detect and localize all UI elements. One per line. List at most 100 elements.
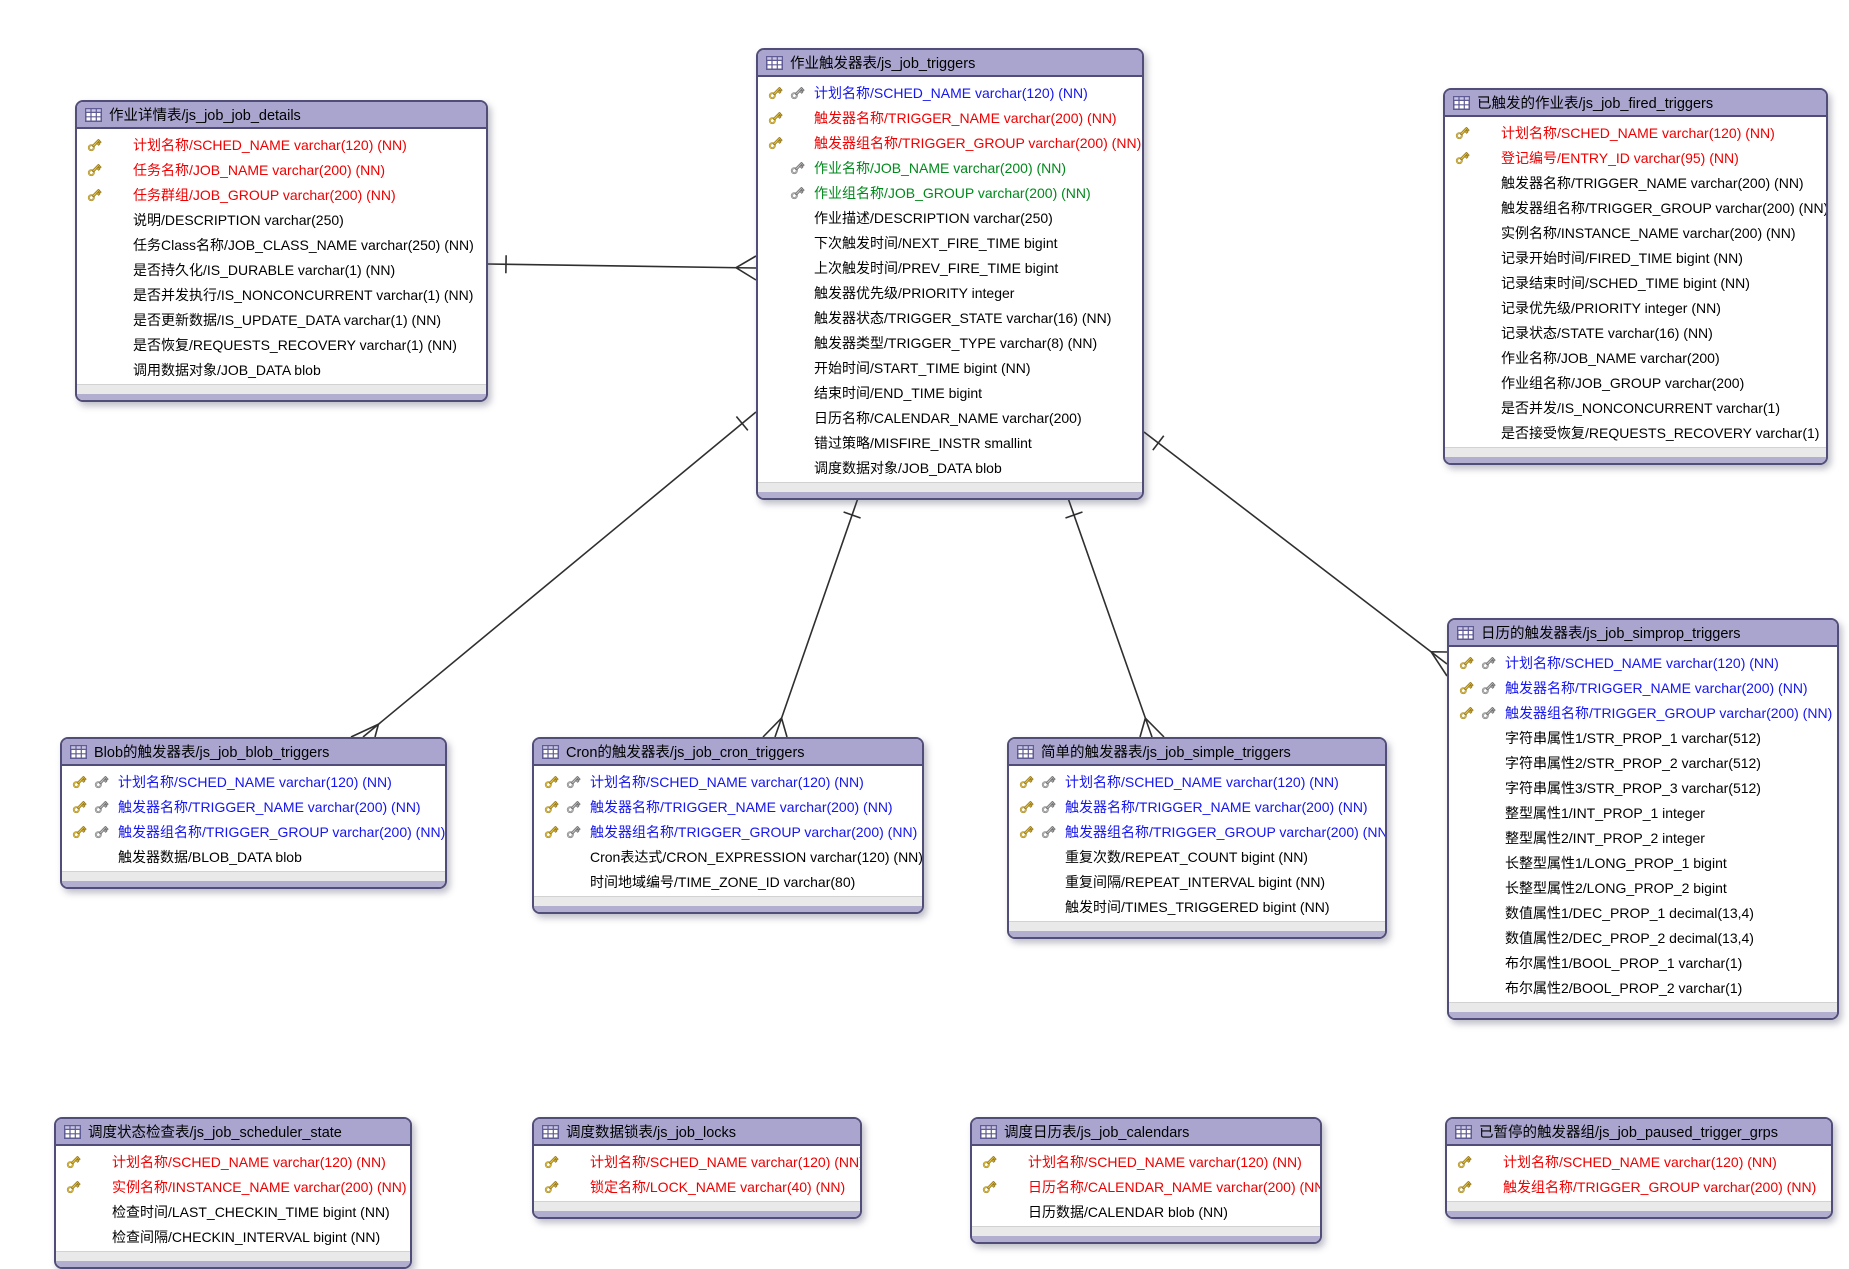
field-row[interactable]: 实例名称/INSTANCE_NAME varchar(200) (NN) (1445, 220, 1826, 245)
field-row[interactable]: 触发器优先级/PRIORITY integer (758, 280, 1142, 305)
field-row[interactable]: 错过策略/MISFIRE_INSTR smallint (758, 430, 1142, 455)
field-row[interactable]: 布尔属性2/BOOL_PROP_2 varchar(1) (1449, 975, 1837, 1000)
field-row[interactable]: 时间地域编号/TIME_ZONE_ID varchar(80) (534, 869, 922, 894)
field-row[interactable]: 说明/DESCRIPTION varchar(250) (77, 207, 486, 232)
field-row[interactable]: 数值属性1/DEC_PROP_1 decimal(13,4) (1449, 900, 1837, 925)
table-js_job_job_details[interactable]: 作业详情表/js_job_job_details 计划名称/SCHED_NAME … (75, 100, 488, 402)
relationship-job_details-to-triggers[interactable] (488, 255, 756, 280)
field-row[interactable]: 开始时间/START_TIME bigint (NN) (758, 355, 1142, 380)
field-row[interactable]: 布尔属性1/BOOL_PROP_1 varchar(1) (1449, 950, 1837, 975)
field-row[interactable]: Cron表达式/CRON_EXPRESSION varchar(120) (NN… (534, 844, 922, 869)
field-row[interactable]: 触发器组名称/TRIGGER_GROUP varchar(200) (NN) (758, 130, 1142, 155)
field-row[interactable]: 调用数据对象/JOB_DATA blob (77, 357, 486, 382)
field-row[interactable]: 作业名称/JOB_NAME varchar(200) (NN) (758, 155, 1142, 180)
field-row[interactable]: 触发器组名称/TRIGGER_GROUP varchar(200) (NN) (62, 819, 445, 844)
table-js_job_cron_triggers[interactable]: Cron的触发器表/js_job_cron_triggers 计划名称/SCHED… (532, 737, 924, 914)
field-row[interactable]: 触发器组名称/TRIGGER_GROUP varchar(200) (NN) (1449, 700, 1837, 725)
field-row[interactable]: 计划名称/SCHED_NAME varchar(120) (NN) (972, 1149, 1320, 1174)
field-row[interactable]: 记录优先级/PRIORITY integer (NN) (1445, 295, 1826, 320)
relationship-triggers-to-simprop_triggers[interactable] (1144, 432, 1447, 676)
field-row[interactable]: 触发器状态/TRIGGER_STATE varchar(16) (NN) (758, 305, 1142, 330)
field-row[interactable]: 是否更新数据/IS_UPDATE_DATA varchar(1) (NN) (77, 307, 486, 332)
field-row[interactable]: 记录结束时间/SCHED_TIME bigint (NN) (1445, 270, 1826, 295)
table-header[interactable]: 日历的触发器表/js_job_simprop_triggers (1449, 620, 1837, 647)
relationship-triggers-to-blob_triggers[interactable] (351, 412, 756, 737)
field-row[interactable]: 作业描述/DESCRIPTION varchar(250) (758, 205, 1142, 230)
field-row[interactable]: 触发器名称/TRIGGER_NAME varchar(200) (NN) (1449, 675, 1837, 700)
table-header[interactable]: 调度数据锁表/js_job_locks (534, 1119, 860, 1146)
field-row[interactable]: 是否恢复/REQUESTS_RECOVERY varchar(1) (NN) (77, 332, 486, 357)
field-row[interactable]: 长整型属性1/LONG_PROP_1 bigint (1449, 850, 1837, 875)
field-row[interactable]: 是否持久化/IS_DURABLE varchar(1) (NN) (77, 257, 486, 282)
field-row[interactable]: 计划名称/SCHED_NAME varchar(120) (NN) (1009, 769, 1385, 794)
field-row[interactable]: 检查间隔/CHECKIN_INTERVAL bigint (NN) (56, 1224, 410, 1249)
table-header[interactable]: 作业详情表/js_job_job_details (77, 102, 486, 129)
field-row[interactable]: 结束时间/END_TIME bigint (758, 380, 1142, 405)
table-js_job_paused_trigger_grps[interactable]: 已暂停的触发器组/js_job_paused_trigger_grps 计划名称/… (1445, 1117, 1833, 1219)
field-row[interactable]: 检查时间/LAST_CHECKIN_TIME bigint (NN) (56, 1199, 410, 1224)
field-row[interactable]: 触发时间/TIMES_TRIGGERED bigint (NN) (1009, 894, 1385, 919)
field-row[interactable]: 锁定名称/LOCK_NAME varchar(40) (NN) (534, 1174, 860, 1199)
table-header[interactable]: 作业触发器表/js_job_triggers (758, 50, 1142, 77)
field-row[interactable]: 下次触发时间/NEXT_FIRE_TIME bigint (758, 230, 1142, 255)
field-row[interactable]: 触发器类型/TRIGGER_TYPE varchar(8) (NN) (758, 330, 1142, 355)
field-row[interactable]: 作业组名称/JOB_GROUP varchar(200) (1445, 370, 1826, 395)
field-row[interactable]: 长整型属性2/LONG_PROP_2 bigint (1449, 875, 1837, 900)
field-row[interactable]: 触发器组名称/TRIGGER_GROUP varchar(200) (NN) (534, 819, 922, 844)
field-row[interactable]: 整型属性2/INT_PROP_2 integer (1449, 825, 1837, 850)
table-header[interactable]: 已触发的作业表/js_job_fired_triggers (1445, 90, 1826, 117)
field-row[interactable]: 作业名称/JOB_NAME varchar(200) (1445, 345, 1826, 370)
table-header[interactable]: 调度状态检查表/js_job_scheduler_state (56, 1119, 410, 1146)
field-row[interactable]: 计划名称/SCHED_NAME varchar(120) (NN) (534, 1149, 860, 1174)
field-row[interactable]: 计划名称/SCHED_NAME varchar(120) (NN) (56, 1149, 410, 1174)
table-header[interactable]: 已暂停的触发器组/js_job_paused_trigger_grps (1447, 1119, 1831, 1146)
table-js_job_simple_triggers[interactable]: 简单的触发器表/js_job_simple_triggers 计划名称/SCHED… (1007, 737, 1387, 939)
field-row[interactable]: 重复次数/REPEAT_COUNT bigint (NN) (1009, 844, 1385, 869)
field-row[interactable]: 触发器组名称/TRIGGER_GROUP varchar(200) (NN) (1009, 819, 1385, 844)
field-row[interactable]: 计划名称/SCHED_NAME varchar(120) (NN) (1447, 1149, 1831, 1174)
table-js_job_calendars[interactable]: 调度日历表/js_job_calendars 计划名称/SCHED_NAME va… (970, 1117, 1322, 1244)
table-header[interactable]: 调度日历表/js_job_calendars (972, 1119, 1320, 1146)
field-row[interactable]: 计划名称/SCHED_NAME varchar(120) (NN) (534, 769, 922, 794)
field-row[interactable]: 触发器名称/TRIGGER_NAME varchar(200) (NN) (534, 794, 922, 819)
field-row[interactable]: 触发器数据/BLOB_DATA blob (62, 844, 445, 869)
field-row[interactable]: 是否接受恢复/REQUESTS_RECOVERY varchar(1) (1445, 420, 1826, 445)
field-row[interactable]: 计划名称/SCHED_NAME varchar(120) (NN) (77, 132, 486, 157)
table-js_job_locks[interactable]: 调度数据锁表/js_job_locks 计划名称/SCHED_NAME varch… (532, 1117, 862, 1219)
field-row[interactable]: 是否并发执行/IS_NONCONCURRENT varchar(1) (NN) (77, 282, 486, 307)
field-row[interactable]: 任务名称/JOB_NAME varchar(200) (NN) (77, 157, 486, 182)
field-row[interactable]: 任务群组/JOB_GROUP varchar(200) (NN) (77, 182, 486, 207)
field-row[interactable]: 日历名称/CALENDAR_NAME varchar(200) (758, 405, 1142, 430)
field-row[interactable]: 字符串属性1/STR_PROP_1 varchar(512) (1449, 725, 1837, 750)
field-row[interactable]: 是否并发/IS_NONCONCURRENT varchar(1) (1445, 395, 1826, 420)
table-header[interactable]: 简单的触发器表/js_job_simple_triggers (1009, 739, 1385, 766)
field-row[interactable]: 字符串属性2/STR_PROP_2 varchar(512) (1449, 750, 1837, 775)
field-row[interactable]: 字符串属性3/STR_PROP_3 varchar(512) (1449, 775, 1837, 800)
field-row[interactable]: 触发器名称/TRIGGER_NAME varchar(200) (NN) (1009, 794, 1385, 819)
field-row[interactable]: 重复间隔/REPEAT_INTERVAL bigint (NN) (1009, 869, 1385, 894)
relationship-triggers-to-simple_triggers[interactable] (1065, 498, 1164, 737)
field-row[interactable]: 触发器名称/TRIGGER_NAME varchar(200) (NN) (758, 105, 1142, 130)
table-js_job_blob_triggers[interactable]: Blob的触发器表/js_job_blob_triggers 计划名称/SCHED… (60, 737, 447, 889)
table-header[interactable]: Cron的触发器表/js_job_cron_triggers (534, 739, 922, 766)
field-row[interactable]: 整型属性1/INT_PROP_1 integer (1449, 800, 1837, 825)
field-row[interactable]: 日历名称/CALENDAR_NAME varchar(200) (NN) (972, 1174, 1320, 1199)
field-row[interactable]: 任务Class名称/JOB_CLASS_NAME varchar(250) (N… (77, 232, 486, 257)
field-row[interactable]: 计划名称/SCHED_NAME varchar(120) (NN) (62, 769, 445, 794)
field-row[interactable]: 登记编号/ENTRY_ID varchar(95) (NN) (1445, 145, 1826, 170)
field-row[interactable]: 实例名称/INSTANCE_NAME varchar(200) (NN) (56, 1174, 410, 1199)
field-row[interactable]: 计划名称/SCHED_NAME varchar(120) (NN) (1445, 120, 1826, 145)
table-js_job_fired_triggers[interactable]: 已触发的作业表/js_job_fired_triggers 计划名称/SCHED_… (1443, 88, 1828, 465)
field-row[interactable]: 触发组名称/TRIGGER_GROUP varchar(200) (NN) (1447, 1174, 1831, 1199)
field-row[interactable]: 触发器名称/TRIGGER_NAME varchar(200) (NN) (62, 794, 445, 819)
table-js_job_scheduler_state[interactable]: 调度状态检查表/js_job_scheduler_state 计划名称/SCHED… (54, 1117, 412, 1269)
field-row[interactable]: 调度数据对象/JOB_DATA blob (758, 455, 1142, 480)
field-row[interactable]: 记录开始时间/FIRED_TIME bigint (NN) (1445, 245, 1826, 270)
relationship-triggers-to-cron_triggers[interactable] (763, 498, 861, 737)
field-row[interactable]: 触发器名称/TRIGGER_NAME varchar(200) (NN) (1445, 170, 1826, 195)
table-header[interactable]: Blob的触发器表/js_job_blob_triggers (62, 739, 445, 766)
field-row[interactable]: 作业组名称/JOB_GROUP varchar(200) (NN) (758, 180, 1142, 205)
field-row[interactable]: 触发器组名称/TRIGGER_GROUP varchar(200) (NN) (1445, 195, 1826, 220)
